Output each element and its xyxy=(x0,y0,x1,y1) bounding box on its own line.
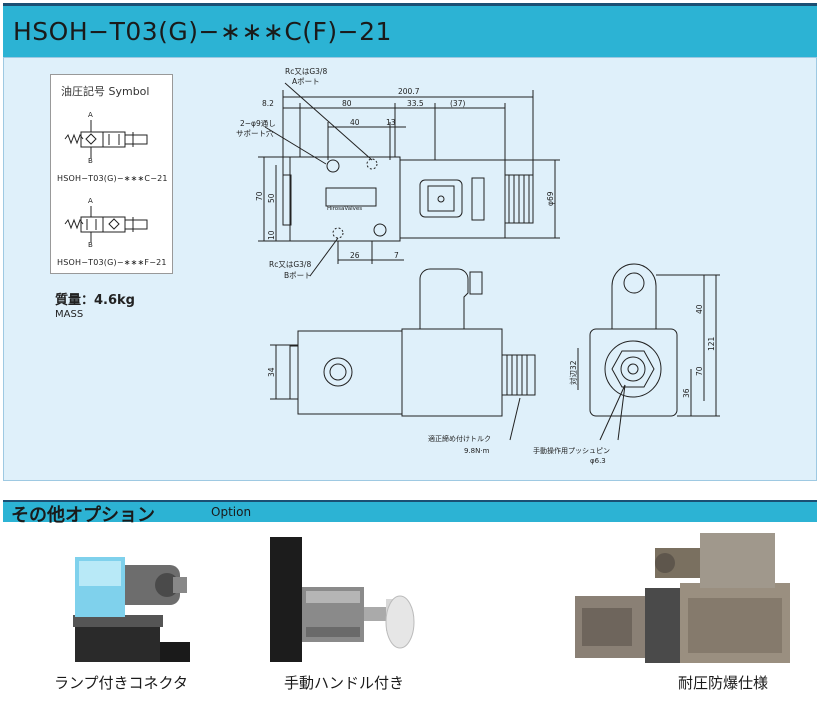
title-bar: HSOH−T03(G)−∗∗∗C(F)−21 xyxy=(3,3,817,57)
symbol-caption-c: HSOH−T03(G)−∗∗∗C−21 xyxy=(57,174,168,183)
dim-overall: 200.7 xyxy=(398,87,420,96)
dim-33-5: 33.5 xyxy=(407,99,424,108)
dim-121: 121 xyxy=(707,336,716,351)
pushpin-text-1: 手動操作用プッシュピン xyxy=(533,446,610,455)
dim-phi69: φ69 xyxy=(546,191,555,206)
port-a-text-1: Rc又はG3/8 xyxy=(285,67,327,76)
torque-text-2: 9.8N·m xyxy=(464,447,490,455)
dim-36: 36 xyxy=(682,388,691,398)
option-label-explosion-proof: 耐圧防爆仕様 xyxy=(678,674,769,692)
page-title: HSOH−T03(G)−∗∗∗C(F)−21 xyxy=(13,17,392,46)
port-a-label-f: A xyxy=(88,197,93,205)
option-label-handle: 手動ハンドル付き xyxy=(284,674,405,692)
nameplate xyxy=(325,187,377,207)
port-a-text-2: Aポート xyxy=(292,77,320,86)
port-b-text-2: Bポート xyxy=(284,271,312,280)
valve-body-front xyxy=(297,330,403,415)
options-title: その他オプション xyxy=(11,505,155,526)
options-title-en: Option xyxy=(211,505,252,519)
dim-7: 7 xyxy=(394,251,399,260)
dim-40-right: 40 xyxy=(695,304,704,314)
mass-english: MASS xyxy=(55,309,84,320)
port-a-label-c: A xyxy=(88,111,93,119)
port-b-label-f: B xyxy=(88,241,93,249)
options-section-bar: その他オプション Option xyxy=(3,500,817,526)
valve-body-top xyxy=(289,156,401,242)
port-b-label-c: B xyxy=(88,157,93,165)
dim-50: 50 xyxy=(267,193,276,203)
symbol-f: A B xyxy=(64,197,148,249)
lamp-connector-photo xyxy=(55,537,190,662)
manual-handle-photo xyxy=(270,537,420,662)
pushpin-text-2: φ6.3 xyxy=(590,457,606,465)
port-b-text-1: Rc又はG3/8 xyxy=(269,260,311,269)
solenoid-front xyxy=(401,328,503,417)
symbol-c: A B xyxy=(64,111,148,165)
dim-40: 40 xyxy=(350,118,360,127)
symbol-caption-f: HSOH−T03(G)−∗∗∗F−21 xyxy=(57,258,167,267)
option-label-lamp: ランプ付きコネクタ xyxy=(54,674,188,692)
solenoid-top xyxy=(399,159,506,239)
hole-text-2: サポート穴 xyxy=(236,128,274,138)
across-flats: 対辺32 xyxy=(568,360,578,385)
dim-37: (37) xyxy=(450,99,465,108)
technical-drawing: Rc又はG3/8 Aポート 2−φ9通し サポート穴 Rc又はG3/8 Bポート… xyxy=(236,67,720,465)
symbol-diagrams: A B A B xyxy=(64,111,148,249)
hydraulic-symbol-box: 油圧記号 Symbol A B A B xyxy=(50,74,173,274)
symbol-title: 油圧記号 Symbol xyxy=(61,85,150,98)
dim-80: 80 xyxy=(342,99,352,108)
explosion-proof-photo xyxy=(570,528,795,668)
dim-10: 10 xyxy=(267,230,276,240)
dim-70-right: 70 xyxy=(695,366,704,376)
connector-front xyxy=(419,268,469,329)
dim-70: 70 xyxy=(255,191,264,201)
hole-text-1: 2−φ9通し xyxy=(240,118,276,128)
dim-13: 13 xyxy=(386,118,396,127)
dim-26: 26 xyxy=(350,251,360,260)
dim-8-2: 8.2 xyxy=(262,99,274,108)
torque-text-1: 適正締め付けトルク xyxy=(428,434,491,443)
brand-text: HirosaValves xyxy=(327,206,362,212)
mass-label: 質量：4.6kg xyxy=(55,293,135,308)
dim-34: 34 xyxy=(267,367,276,377)
valve-body-side xyxy=(589,328,678,417)
